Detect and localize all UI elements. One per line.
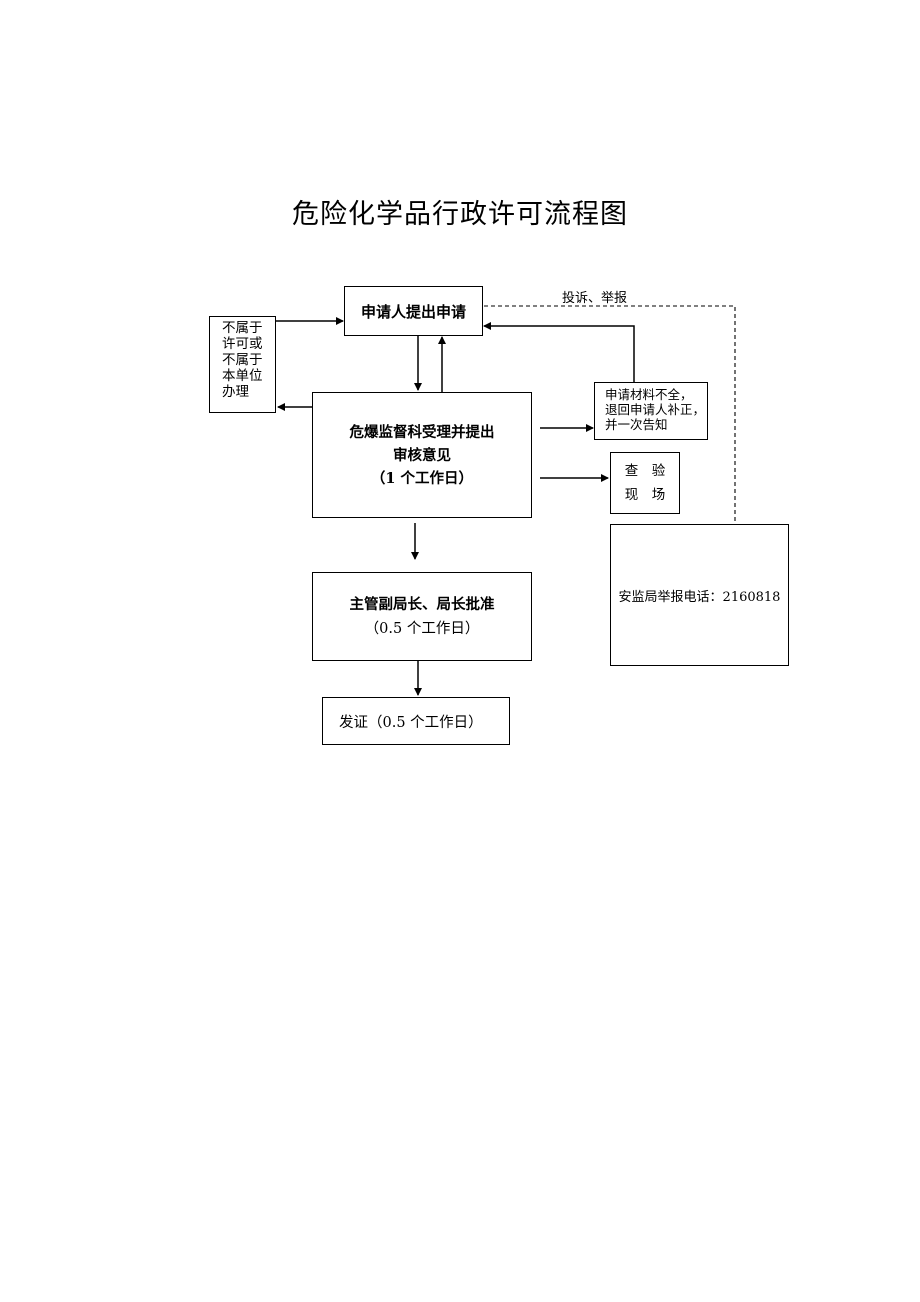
node-review: 危爆监督科受理并提出 审核意见 （1 个工作日）: [312, 392, 532, 518]
complaint-label: 投诉、举报: [562, 291, 628, 306]
node-not-applicable-line-2: 许可或: [222, 336, 263, 352]
node-incomplete-line-2: 退回申请人补正，: [605, 402, 706, 417]
node-approve-line-1: 主管副局长、局长批准: [349, 595, 495, 613]
page-title: 危险化学品行政许可流程图: [292, 199, 628, 230]
node-approve-line-2: （0.5 个工作日）: [364, 620, 480, 637]
node-review-line-2: 审核意见: [393, 446, 451, 464]
node-incomplete-line-3: 并一次告知: [605, 417, 668, 432]
node-approve: 主管副局长、局长批准 （0.5 个工作日）: [312, 572, 532, 661]
node-review-line-3: （1 个工作日）: [370, 469, 474, 487]
node-issue: 发证（0.5 个工作日）: [322, 697, 510, 745]
node-not-applicable-line-4: 本单位: [222, 368, 263, 384]
arrow-incomplete-to-applicant: [483, 322, 635, 382]
node-incomplete: 申请材料不全， 退回申请人补正， 并一次告知: [594, 382, 708, 440]
node-inspect-line-2: 现 场: [624, 487, 666, 503]
node-inspect-line-1: 查 验: [624, 463, 666, 479]
node-hotline-label: 安监局举报电话：2160818: [618, 589, 781, 605]
node-not-applicable-line-1: 不属于: [222, 320, 263, 336]
node-applicant-label: 申请人提出申请: [360, 302, 466, 321]
node-incomplete-line-1: 申请材料不全，: [605, 387, 693, 402]
node-hotline: 安监局举报电话：2160818: [610, 524, 789, 666]
node-not-applicable-line-5: 办理: [222, 384, 249, 400]
node-not-applicable: 不属于 许可或 不属于 本单位 办理: [209, 316, 276, 413]
node-not-applicable-line-3: 不属于: [222, 352, 263, 368]
node-inspect: 查 验 现 场: [610, 452, 680, 514]
node-issue-label: 发证（0.5 个工作日）: [339, 714, 483, 731]
node-applicant: 申请人提出申请: [344, 286, 483, 336]
node-review-line-1: 危爆监督科受理并提出: [349, 423, 495, 441]
